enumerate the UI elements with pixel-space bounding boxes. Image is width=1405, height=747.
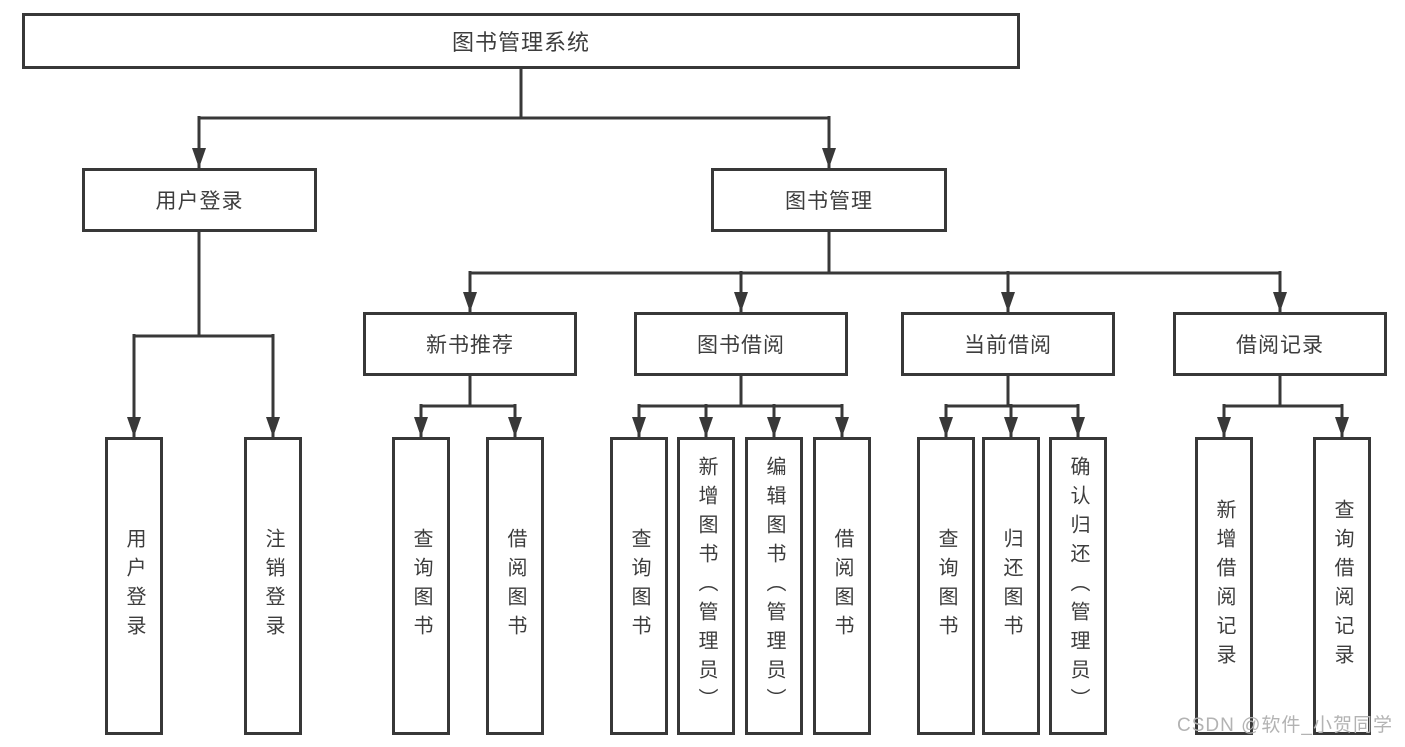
node-book-management: 图书管理 bbox=[711, 168, 947, 232]
connector-current-borrow-to-leaves bbox=[939, 376, 1085, 437]
node-book-borrow: 图书借阅 bbox=[634, 312, 848, 376]
node-new-book-recommend: 新书推荐 bbox=[363, 312, 577, 376]
leaf-logout: 注销登录 bbox=[244, 437, 302, 735]
leaf-user-login: 用户登录 bbox=[105, 437, 163, 735]
watermark: CSDN @软件_小贺同学 bbox=[1177, 715, 1393, 736]
leaf-cb-query-books: 查询图书 bbox=[917, 437, 975, 735]
leaf-rec-borrow-books: 借阅图书 bbox=[486, 437, 544, 735]
connector-book-borrow-to-leaves bbox=[632, 376, 849, 437]
leaf-bb-borrow-books: 借阅图书 bbox=[813, 437, 871, 735]
leaf-bb-edit-books: 编辑图书（管理员） bbox=[745, 437, 803, 735]
connector-book-management-to-level3 bbox=[463, 232, 1287, 312]
connector-borrow-records-to-leaves bbox=[1217, 376, 1349, 437]
leaf-bb-query-books: 查询图书 bbox=[610, 437, 668, 735]
leaf-br-query-record: 查询借阅记录 bbox=[1313, 437, 1371, 735]
node-user-login: 用户登录 bbox=[82, 168, 317, 232]
node-borrow-records: 借阅记录 bbox=[1173, 312, 1387, 376]
leaf-rec-query-books: 查询图书 bbox=[392, 437, 450, 735]
connector-user-login-to-leaves bbox=[127, 232, 280, 437]
leaf-br-add-record: 新增借阅记录 bbox=[1195, 437, 1253, 735]
connector-new-book-recommend-to-leaves bbox=[414, 376, 522, 437]
leaf-bb-add-books: 新增图书（管理员） bbox=[677, 437, 735, 735]
leaf-cb-return-books: 归还图书 bbox=[982, 437, 1040, 735]
node-current-borrow: 当前借阅 bbox=[901, 312, 1115, 376]
node-root: 图书管理系统 bbox=[22, 13, 1020, 69]
leaf-cb-confirm-return: 确认归还（管理员） bbox=[1049, 437, 1107, 735]
connector-root-to-level2 bbox=[192, 69, 836, 168]
